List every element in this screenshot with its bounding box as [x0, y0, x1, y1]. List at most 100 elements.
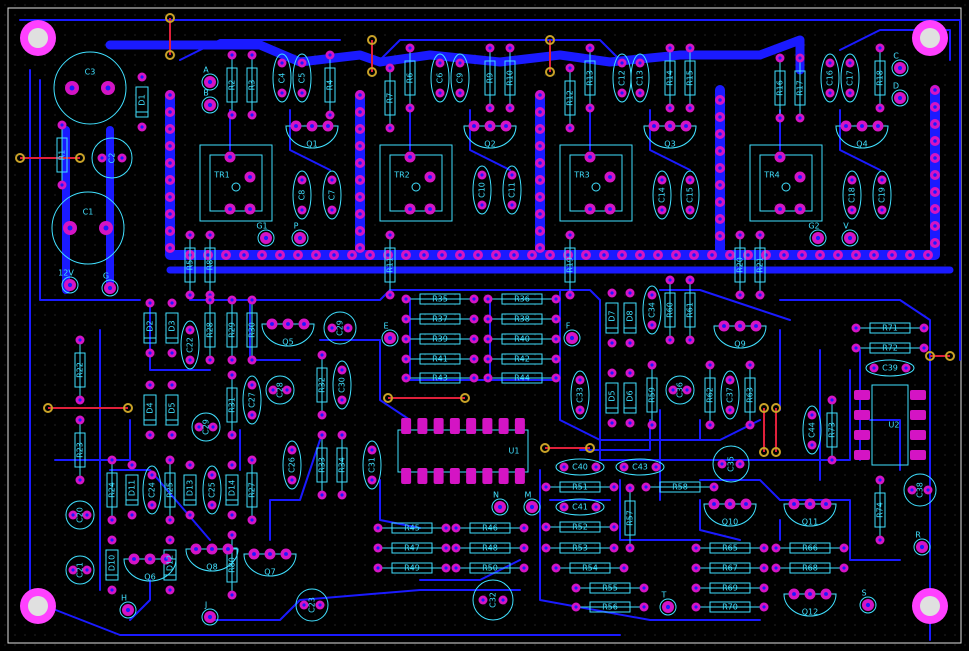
pad-hole — [132, 557, 136, 561]
pad-hole — [738, 233, 742, 237]
pad-hole — [252, 552, 256, 556]
pad-hole — [472, 317, 476, 321]
resistor-body — [501, 333, 543, 345]
jumper-wire — [367, 35, 377, 77]
pad-hole — [110, 518, 114, 522]
pad-hole — [168, 212, 172, 216]
transformer-outline — [379, 144, 453, 222]
diode-body — [623, 302, 637, 334]
resistor-body — [316, 447, 328, 483]
component-label: Q9 — [734, 340, 745, 349]
resistor-body — [419, 313, 461, 325]
component-label: R53 — [572, 544, 588, 553]
resistor-r11 — [384, 230, 396, 300]
pad-hole — [476, 253, 480, 257]
pad-hole — [358, 212, 362, 216]
terminal-ring — [891, 59, 909, 77]
capacitor-body — [865, 359, 915, 377]
capacitor-c44 — [802, 405, 822, 455]
pad-hole — [842, 566, 846, 570]
pad-hole — [480, 173, 484, 177]
mount-hole — [20, 20, 56, 56]
component-label: R44 — [514, 374, 530, 383]
component-label: C26 — [288, 457, 297, 473]
pad-hole — [230, 113, 234, 117]
ic-pin — [910, 430, 926, 440]
component-label: R10 — [506, 70, 515, 86]
pad-hole — [472, 357, 476, 361]
component-label: C16 — [826, 70, 835, 86]
pad-hole — [830, 398, 834, 402]
resistor-r7 — [384, 63, 396, 133]
component-label: R70 — [722, 603, 738, 612]
capacitor-c6 — [430, 53, 450, 103]
pad-hole — [170, 351, 174, 355]
pad-hole — [350, 253, 354, 257]
pad-hole — [300, 178, 304, 182]
pad-hole — [622, 465, 626, 469]
pad-hole — [688, 106, 692, 110]
pad-hole — [320, 413, 324, 417]
jumper-wire — [759, 403, 769, 457]
component-label: Q11 — [802, 518, 818, 527]
pad-hole — [778, 56, 782, 60]
electrolytic-capacitor-c38 — [903, 473, 937, 507]
resistor-body — [874, 60, 886, 96]
pad-hole — [210, 473, 214, 477]
component-label: D1 — [138, 94, 147, 105]
pad-hole — [472, 376, 476, 380]
component-label: 12V — [58, 269, 74, 278]
pad-hole — [568, 293, 572, 297]
pad-hole — [844, 124, 848, 128]
pad-hole — [320, 353, 324, 357]
pad-hole — [538, 229, 542, 233]
pad-hole — [538, 195, 542, 199]
component-layer — [20, 20, 948, 626]
pad-hole — [668, 338, 672, 342]
resistor-body — [684, 292, 696, 328]
pad-hole — [168, 538, 172, 542]
resistor-body — [391, 562, 433, 574]
pad-hole — [78, 478, 82, 482]
capacitor-body — [630, 53, 650, 103]
pad-hole — [330, 326, 334, 330]
pad-hole — [933, 207, 937, 211]
resistor-body — [584, 60, 596, 96]
pad-hole — [148, 351, 152, 355]
via — [545, 67, 555, 77]
component-label: R67 — [722, 564, 738, 573]
pad-hole — [444, 546, 448, 550]
pad-hole — [250, 53, 254, 57]
resistor-body — [204, 247, 216, 283]
pad-hole — [628, 546, 632, 550]
component-label: R58 — [672, 483, 688, 492]
component-label: Q7 — [264, 568, 275, 577]
component-label: R13 — [586, 70, 595, 86]
pad-hole — [60, 123, 64, 127]
rail-pad-column — [535, 90, 545, 253]
elcap-outline — [472, 579, 514, 621]
pad-hole — [210, 547, 214, 551]
transistor-outline — [261, 323, 315, 347]
pad-hole — [376, 566, 380, 570]
component-label: C11 — [508, 182, 517, 198]
component-label: R54 — [582, 564, 598, 573]
transistor-q8 — [185, 543, 239, 572]
pad-hole — [206, 253, 210, 257]
component-label: C35 — [727, 456, 736, 472]
ic-pin — [482, 418, 493, 434]
component-label: R43 — [432, 374, 448, 383]
terminal-ring — [61, 276, 79, 294]
resistor-r47 — [373, 542, 451, 554]
pad-hole — [684, 124, 688, 128]
capacitor-c24 — [142, 465, 162, 515]
pad-hole — [358, 178, 362, 182]
component-label: R69 — [722, 584, 738, 593]
pad-hole — [250, 413, 254, 417]
pad-hole — [130, 463, 134, 467]
pad-hole — [358, 246, 362, 250]
ic-pin — [854, 450, 870, 460]
component-label: C25 — [208, 482, 217, 498]
pad-hole — [610, 421, 614, 425]
pad-hole — [828, 61, 832, 65]
